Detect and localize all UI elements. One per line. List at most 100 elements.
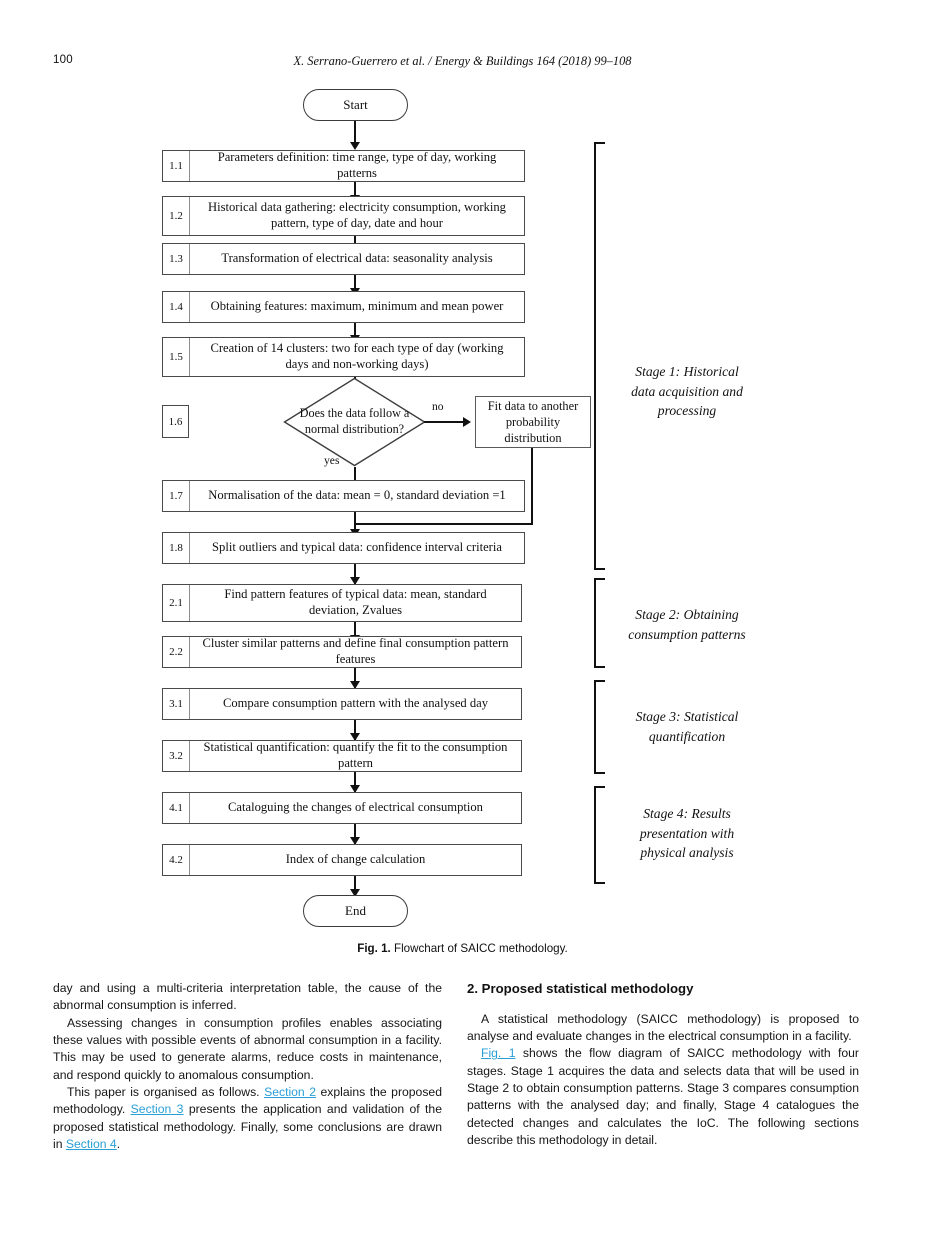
flow-step-1-8: 1.8 Split outliers and typical data: con…	[162, 532, 525, 564]
step-number: 1.5	[163, 338, 190, 376]
arrowhead-icon	[350, 577, 360, 585]
xref-fig-1[interactable]: Fig. 1	[481, 1046, 516, 1061]
stage-label-3: Stage 3: Statistical quantification	[635, 709, 739, 744]
flow-step-1-3: 1.3 Transformation of electrical data: s…	[162, 243, 525, 275]
connector-alt-left	[354, 523, 533, 526]
step-text: Cluster similar patterns and define fina…	[202, 636, 509, 666]
diamond-shape-icon	[283, 377, 426, 467]
connector-1-1-to-1-2	[354, 182, 357, 202]
step-text: Obtaining features: maximum, minimum and…	[210, 299, 504, 314]
paragraph-methodology-intro: A statistical methodology (SAICC methodo…	[467, 1011, 859, 1044]
step-number: 1.4	[163, 292, 190, 322]
flow-step-1-4: 1.4 Obtaining features: maximum, minimum…	[162, 291, 525, 323]
figure-caption-label: Fig. 1.	[357, 942, 391, 955]
flow-step-4-1: 4.1 Cataloguing the changes of electrica…	[162, 792, 522, 824]
flow-step-3-2: 3.2 Statistical quantification: quantify…	[162, 740, 522, 772]
step-text: Cataloguing the changes of electrical co…	[228, 800, 483, 815]
arrowhead-icon	[350, 733, 360, 741]
step-text: Normalisation of the data: mean = 0, sta…	[208, 488, 506, 503]
connector-2-1-to-2-2	[354, 622, 357, 644]
xref-section-2[interactable]: Section 2	[264, 1084, 316, 1099]
step-number: 4.1	[163, 793, 190, 823]
running-head: 100 X. Serrano-Guerrero et al. / Energy …	[0, 54, 925, 72]
connector-3-2-to-4-1	[354, 772, 357, 793]
arrowhead-icon	[350, 785, 360, 793]
flow-node-end: End	[303, 895, 408, 927]
flow-node-alt-distribution: Fit data to another probability distribu…	[475, 396, 591, 448]
connector-2-2-to-3-1	[354, 668, 357, 689]
body-column-left: day and using a multi-criteria interpret…	[53, 980, 442, 1153]
flow-node-start: Start	[303, 89, 408, 121]
step-number: 2.2	[163, 637, 190, 667]
step-text: Historical data gathering: electricity c…	[208, 200, 506, 230]
paragraph-figure-reference: Fig. 1 shows the flow diagram of SAICC m…	[467, 1046, 859, 1148]
edge-label-yes: yes	[324, 454, 340, 467]
connector-4-2-to-end	[354, 876, 357, 898]
body-column-right: 2. Proposed statistical methodology A st…	[467, 980, 859, 1149]
connector-1-4-to-1-5	[354, 323, 357, 343]
stage-bracket-3	[594, 680, 605, 774]
stage-label-1: Stage 1: Historical data acquisition and…	[631, 364, 743, 419]
figure-flowchart: Start 1.1 Parameters definition: time ra…	[0, 80, 925, 960]
flow-step-1-2: 1.2 Historical data gathering: electrici…	[162, 196, 525, 236]
step-number: 1.7	[163, 481, 190, 511]
step-text: Split outliers and typical data: confide…	[212, 540, 502, 555]
step-text: Compare consumption pattern with the ana…	[222, 696, 489, 711]
flow-decision-normal-distribution: Does the data follow a normal distributi…	[283, 377, 426, 467]
connector-1-7-to-1-8	[354, 512, 357, 536]
flow-step-1-7: 1.7 Normalisation of the data: mean = 0,…	[162, 480, 525, 512]
step-number: 1.2	[163, 197, 190, 235]
decision-text: Does the data follow a normal distributi…	[299, 406, 410, 436]
step-number: 1.1	[163, 151, 190, 181]
step-number: 1.8	[163, 533, 190, 563]
stage-label-4: Stage 4: Results presentation with physi…	[639, 806, 735, 861]
paragraph-organisation: This paper is organised as follows. Sect…	[53, 1084, 442, 1151]
step-text: Statistical quantification: quantify the…	[203, 740, 508, 770]
connector-alt-down	[531, 448, 534, 525]
step-number: 2.1	[163, 585, 190, 621]
flow-step-2-1: 2.1 Find pattern features of typical dat…	[162, 584, 522, 622]
arrowhead-icon	[350, 837, 360, 845]
page-number: 100	[53, 54, 73, 66]
connector-decision-yes	[354, 467, 357, 492]
step-number: 4.2	[163, 845, 190, 875]
stage-bracket-2	[594, 578, 605, 668]
connector-start-to-1-1	[354, 121, 357, 145]
flow-step-4-2: 4.2 Index of change calculation	[162, 844, 522, 876]
figure-caption: Fig. 1. Flowchart of SAICC methodology.	[0, 942, 925, 955]
step-text: Creation of 14 clusters: two for each ty…	[210, 341, 504, 371]
arrowhead-icon	[350, 681, 360, 689]
connector-decision-no	[424, 421, 468, 424]
flow-step-1-5: 1.5 Creation of 14 clusters: two for eac…	[162, 337, 525, 377]
flow-step-1-1: 1.1 Parameters definition: time range, t…	[162, 150, 525, 182]
start-label: Start	[343, 97, 368, 112]
end-label: End	[345, 903, 366, 918]
flow-step-3-1: 3.1 Compare consumption pattern with the…	[162, 688, 522, 720]
stage-bracket-4	[594, 786, 605, 884]
step-text: Index of change calculation	[285, 852, 426, 867]
connector-4-1-to-4-2	[354, 824, 357, 845]
connector-1-3-to-1-4	[354, 275, 357, 296]
step-number: 3.2	[163, 741, 190, 771]
step-text: Parameters definition: time range, type …	[217, 150, 497, 180]
paragraph-continuation: day and using a multi-criteria interpret…	[53, 981, 442, 1013]
alt-box-text: Fit data to another probability distribu…	[487, 398, 579, 446]
connector-1-8-to-2-1	[354, 564, 357, 585]
arrowhead-icon	[350, 889, 360, 897]
flow-step-2-2: 2.2 Cluster similar patterns and define …	[162, 636, 522, 668]
step-text: Find pattern features of typical data: m…	[224, 587, 487, 617]
arrowhead-icon	[350, 142, 360, 150]
stage-label-2: Stage 2: Obtaining consumption patterns	[628, 607, 746, 642]
edge-label-no: no	[432, 400, 444, 413]
connector-3-1-to-3-2	[354, 720, 357, 741]
xref-section-3[interactable]: Section 3	[130, 1102, 184, 1117]
xref-section-4[interactable]: Section 4	[65, 1136, 117, 1151]
flow-step-number-1-6: 1.6	[162, 405, 189, 438]
section-heading-2: 2. Proposed statistical methodology	[467, 981, 694, 996]
figure-caption-text: Flowchart of SAICC methodology.	[393, 942, 568, 955]
step-text: Transformation of electrical data: seaso…	[221, 251, 493, 266]
paragraph-assessing-changes: Assessing changes in consumption profile…	[53, 1015, 442, 1082]
step-number: 1.3	[163, 244, 190, 274]
step-number: 1.6	[168, 415, 183, 428]
stage-bracket-1	[594, 142, 605, 570]
